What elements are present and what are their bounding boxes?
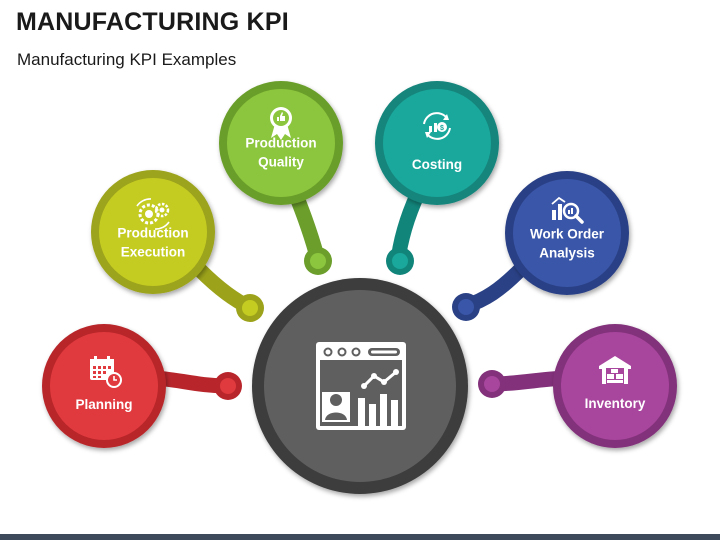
page-subtitle: Manufacturing KPI Examples	[17, 50, 237, 69]
node-work-order-analysis	[505, 171, 629, 295]
node-production-execution	[91, 170, 215, 294]
node-labels: PlanningProductionExecutionProductionQua…	[76, 136, 646, 413]
page-title: MANUFACTURING KPI	[16, 8, 289, 36]
label-production-quality-line-1: Production	[245, 136, 316, 151]
label-production-execution-line-2: Execution	[121, 245, 186, 260]
label-inventory-line-1: Inventory	[585, 396, 646, 411]
node-production-quality	[219, 81, 343, 205]
cost-cycle-icon: $	[423, 112, 451, 140]
label-work-order-analysis-line-1: Work Order	[530, 227, 605, 242]
gears-icon	[136, 198, 170, 230]
center-node	[252, 278, 468, 494]
node-costing: $	[375, 81, 499, 205]
quality-badge-icon	[270, 107, 292, 140]
label-work-order-analysis-line-2: Analysis	[539, 246, 595, 261]
warehouse-icon	[599, 356, 631, 384]
svg-text:$: $	[440, 125, 444, 132]
bottom-bar	[0, 534, 720, 540]
node-inventory	[553, 324, 677, 448]
label-production-quality-line-2: Quality	[258, 155, 304, 170]
calendar-clock-icon	[90, 356, 122, 388]
node-planning	[42, 324, 166, 448]
label-planning-line-1: Planning	[76, 397, 133, 412]
chart-magnifier-icon	[551, 196, 584, 224]
label-production-execution-line-1: Production	[117, 226, 188, 241]
connector-dots	[214, 247, 506, 400]
label-costing-line-1: Costing	[412, 157, 462, 172]
dashboard-analytics-icon	[316, 342, 406, 430]
